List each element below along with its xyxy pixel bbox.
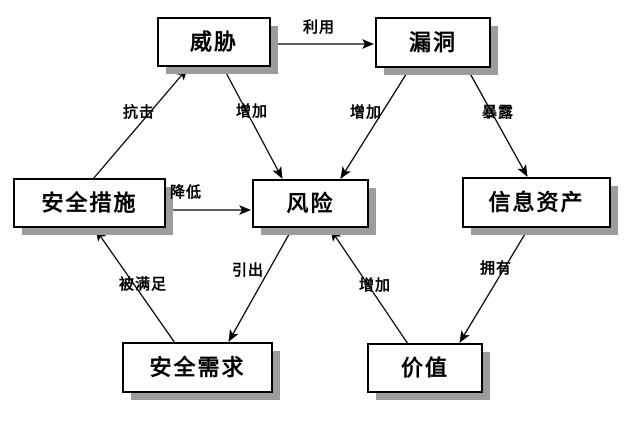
- edge-lead-to-line: [228, 228, 293, 342]
- edge-expose-label: 暴露: [482, 103, 514, 121]
- edge-increase-threat-line: [222, 66, 283, 179]
- node-risk-label: 风险: [286, 191, 334, 217]
- node-information-assets-box: [462, 177, 611, 228]
- edge-reduce-label: 降低: [170, 183, 202, 201]
- edge-resist-label: 抗击: [123, 103, 155, 121]
- edge-exploit-label: 利用: [303, 18, 335, 36]
- node-value-label: 价值: [401, 356, 449, 382]
- node-vulnerability: 漏洞: [375, 17, 498, 75]
- node-threat: 威胁: [157, 17, 278, 74]
- edge-own-line: [459, 228, 529, 343]
- node-information-assets-label: 信息资产: [488, 190, 584, 216]
- edge-lead-to-label: 引出: [232, 261, 264, 279]
- node-vulnerability-label: 漏洞: [409, 30, 457, 56]
- edge-label-layer: 利用抗击增加增加暴露降低被满足引出增加拥有: [119, 18, 514, 294]
- node-security-measures-box: [13, 178, 166, 228]
- node-security-requirements-box: [122, 342, 273, 393]
- node-information-assets: 信息资产: [462, 177, 618, 235]
- edge-layer: [92, 39, 529, 345]
- node-vulnerability-box: [375, 17, 491, 68]
- edge-be-satisfied-label: 被满足: [119, 275, 167, 293]
- edge-increase-threat-label: 增加: [236, 102, 268, 120]
- node-value: 价值: [367, 343, 490, 400]
- node-security-requirements: 安全需求: [122, 342, 280, 400]
- edge-resist-line: [92, 68, 188, 180]
- edge-increase-value-label: 增加: [359, 276, 391, 294]
- node-risk-box: [252, 179, 369, 228]
- node-value-box: [367, 343, 483, 393]
- node-security-requirements-label: 安全需求: [149, 355, 245, 381]
- edge-increase-vuln-label: 增加: [350, 103, 382, 121]
- edge-expose-line: [466, 67, 528, 177]
- node-security-measures: 安全措施: [13, 178, 173, 235]
- node-threat-label: 威胁: [190, 30, 238, 56]
- edge-be-satisfied-line: [95, 229, 176, 344]
- node-risk: 风险: [252, 179, 376, 235]
- edge-increase-vuln-line: [340, 67, 411, 179]
- edge-increase-value-line: [330, 229, 409, 345]
- node-threat-box: [157, 17, 271, 67]
- edge-own-label: 拥有: [480, 259, 512, 277]
- node-security-measures-label: 安全措施: [41, 191, 137, 217]
